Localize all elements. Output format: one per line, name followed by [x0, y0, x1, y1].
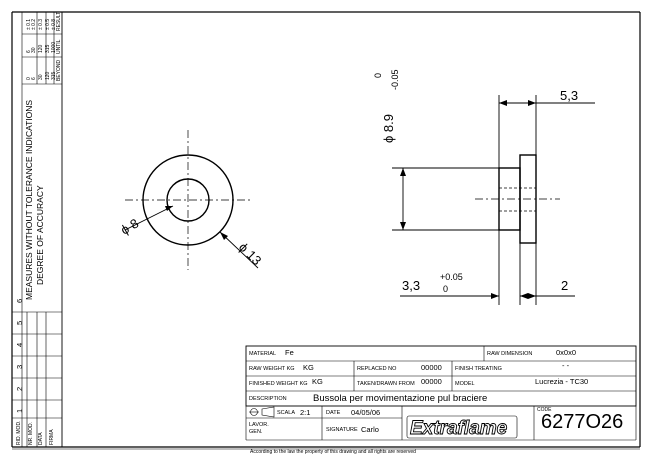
raw-weight-value: KG [303, 363, 314, 372]
arrowhead [165, 206, 173, 211]
raw-weight-label: RAW WEIGHT KG [249, 366, 295, 372]
tolerance-cell: 1000 [51, 42, 57, 53]
revision-number: 2 [15, 387, 24, 391]
raw-dimension-value: 0x0x0 [556, 348, 576, 357]
date-label: DATE [326, 410, 341, 416]
accuracy-title: DEGREE OF ACCURACY [35, 185, 45, 285]
overall-tol-upper: 0 [373, 73, 383, 78]
tolerance-cell: 30 [38, 74, 44, 80]
step-dim-label: 3,3 [402, 278, 420, 293]
tolerance-cell: 120 [45, 71, 51, 80]
gen-label: GEN. [249, 429, 263, 435]
extraflame-logo: Extraflame [406, 415, 518, 439]
side-view: ϕ 8.9 0 -0.05 5,3 3,3 +0.05 0 2 [373, 69, 595, 305]
description-label: DESCRIPTION [249, 396, 287, 402]
revision-label: NR. MOD. [28, 422, 34, 445]
description-value: Bussola per movimentazione pul braciere [313, 393, 487, 404]
replaced-no-label: REPLACED NO [357, 366, 397, 372]
taken-from-value: 00000 [421, 377, 442, 386]
overall-tol-lower: -0.05 [390, 69, 400, 90]
tolerance-cell: ± 0.5 [45, 19, 51, 30]
revision-label: RID. MOD. [16, 421, 22, 445]
revision-number: 3 [15, 365, 24, 369]
tolerance-cell: 315 [45, 44, 51, 53]
shoulder-label: 2 [561, 278, 568, 293]
tolerance-header: RESULT [56, 12, 62, 31]
tolerance-cell: 120 [38, 44, 44, 53]
tolerance-cell: 30 [31, 47, 37, 53]
replaced-no-value: 00000 [421, 363, 442, 372]
tolerance-cell: 315 [51, 71, 57, 80]
model-value: Lucrezia - TC30 [535, 377, 588, 386]
revision-number: 6 [15, 299, 24, 303]
revision-table: 1 2 3 4 5 6 RID. MOD. NR. MOD. DATA FIRMA [12, 299, 62, 447]
revision-number: 1 [15, 409, 24, 413]
tolerance-header: UNTIL [56, 39, 62, 54]
step-tol-upper: +0.05 [440, 272, 463, 282]
footer-note: According to the law the property of thi… [250, 449, 416, 455]
revision-label: FIRMA [49, 429, 55, 445]
revision-label: DATA [38, 432, 44, 445]
signature-value: Carlo [361, 425, 379, 434]
signature-label: SIGNATURE [326, 427, 358, 433]
tolerance-cell: ± 0.8 [51, 19, 57, 30]
revision-number: 5 [15, 321, 24, 325]
taken-from-label: TAKEN/DRAWN FROM [357, 381, 415, 387]
finished-weight-value: KG [312, 377, 323, 386]
scale-label: SCALA [277, 410, 295, 416]
model-label: MODEL [455, 381, 475, 387]
finished-weight-label: FINISHED WEIGHT KG [249, 381, 308, 387]
code-value: 6277O26 [541, 411, 623, 433]
tolerance-cell: 6 [31, 77, 37, 80]
revision-number: 4 [15, 343, 24, 347]
scale-value: 2:1 [300, 408, 310, 417]
material-label: MATERIAL [249, 351, 276, 357]
code-label: CODE [537, 407, 552, 413]
overall-diameter-label: ϕ 8.9 [381, 114, 396, 143]
title-block: MATERIAL Fe RAW DIMENSION 0x0x0 RAW WEIG… [245, 345, 637, 455]
step-tol-lower: 0 [443, 284, 448, 294]
length-label: 5,3 [560, 88, 578, 103]
tolerance-cell: 0 [26, 77, 32, 80]
brand-name: Extraflame [410, 418, 508, 439]
tolerance-cell: ± 0.3 [38, 19, 44, 30]
finish-treating-label: FINISH TREATING [455, 366, 502, 372]
date-value: 04/05/06 [351, 408, 380, 417]
tolerance-cell: ± 0.1 [26, 19, 32, 30]
lavor-label: LAVOR. [249, 422, 269, 428]
tolerance-title: MEASURES WITHOUT TOLERANCE INDICATIONS [24, 100, 34, 300]
material-value: Fe [285, 348, 294, 357]
arrowhead [220, 232, 228, 240]
tolerance-cell: 6 [26, 50, 32, 53]
tolerance-cell: ± 0.2 [31, 19, 37, 30]
projection-symbol-icon [249, 406, 275, 418]
finish-treating-value: - - [562, 361, 570, 370]
tolerance-header: BEYOND [56, 59, 62, 81]
raw-dimension-label: RAW DIMENSION [487, 351, 532, 357]
